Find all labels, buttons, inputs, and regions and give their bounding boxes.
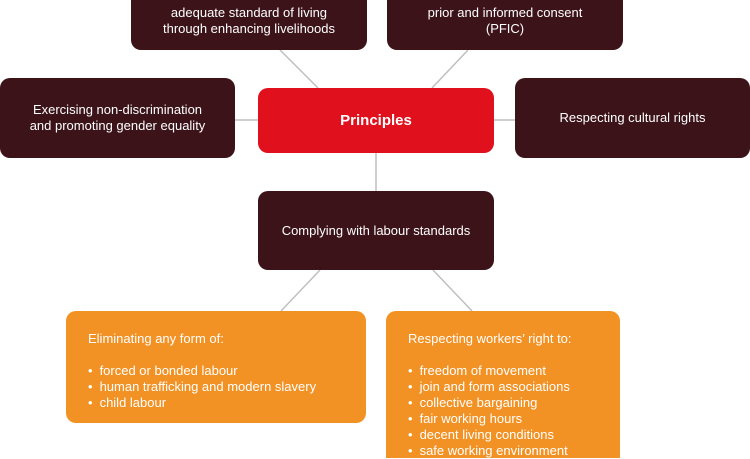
connector-top-left <box>279 49 319 89</box>
connector-eliminating <box>280 269 321 312</box>
list-item: collective bargaining <box>408 395 598 411</box>
labour-standards-box: Complying with labour standards <box>258 191 494 270</box>
non-discrimination-box: Exercising non-discrimination and promot… <box>0 78 235 158</box>
list-item: fair working hours <box>408 411 598 427</box>
connector-workers <box>432 269 473 312</box>
list-item: child labour <box>88 395 344 411</box>
workers-rights-heading: Respecting workers’ right to: <box>408 331 572 346</box>
list-item: decent living conditions <box>408 427 598 443</box>
cultural-rights-box: Respecting cultural rights <box>515 78 750 158</box>
list-item: forced or bonded labour <box>88 363 344 379</box>
list-item: safe working environment <box>408 443 598 459</box>
eliminating-forms-box: Eliminating any form of: forced or bonde… <box>66 311 366 423</box>
workers-rights-box: Respecting workers’ right to: freedom of… <box>386 311 620 458</box>
eliminating-list: forced or bonded labour human traffickin… <box>88 363 344 411</box>
list-item: human trafficking and modern slavery <box>88 379 344 395</box>
list-item: join and form associations <box>408 379 598 395</box>
list-item: freedom of movement <box>408 363 598 379</box>
eliminating-heading: Eliminating any form of: <box>88 331 224 346</box>
workers-rights-list: freedom of movement join and form associ… <box>408 363 598 459</box>
top-right-principle-box: prior and informed consent (PFIC) <box>387 0 623 50</box>
top-left-principle-box: adequate standard of living through enha… <box>131 0 367 50</box>
principles-center-box: Principles <box>258 88 494 153</box>
connector-top-right <box>431 49 469 89</box>
